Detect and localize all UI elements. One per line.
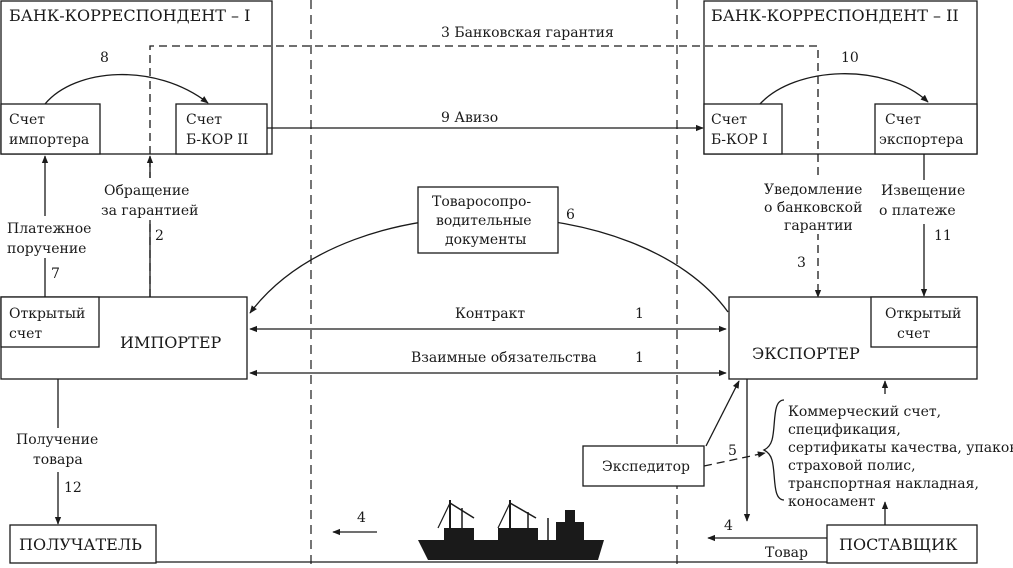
bank-correspondent-2: БАНК-КОРРЕСПОНДЕНТ – II Счет Б-КОР I Сче… [703, 0, 978, 155]
transfer-arrow-8 [44, 73, 209, 105]
bank2-title: БАНК-КОРРЕСПОНДЕНТ – II [711, 6, 959, 25]
goods-number-4: 4 [724, 518, 733, 534]
svg-text:Платежное: Платежное [7, 221, 91, 237]
svg-text:Извещение: Извещение [881, 183, 965, 199]
obligations-number: 1 [635, 350, 644, 366]
importer-label: ИМПОРТЕР [120, 333, 222, 352]
svg-text:страховой полис,: страховой полис, [788, 458, 916, 474]
documents-brace [762, 399, 785, 501]
transfer-number-8: 8 [100, 50, 109, 66]
svg-text:водительные: водительные [436, 213, 532, 229]
bank-guarantee-dashed-path [149, 45, 822, 298]
svg-text:Товаросопро-: Товаросопро- [432, 194, 531, 210]
svg-text:ПОСТАВЩИК: ПОСТАВЩИК [839, 535, 958, 554]
svg-text:Счет: Счет [885, 112, 921, 128]
bkor1-account-box: Счет Б-КОР I [703, 103, 783, 155]
svg-text:12: 12 [64, 480, 82, 496]
svg-text:документы: документы [445, 232, 526, 248]
svg-text:Открытый: Открытый [9, 306, 85, 322]
importer-account-box: Счет импортера [0, 103, 101, 155]
exporter-box: Открытый счет ЭКСПОРТЕР [728, 296, 978, 380]
bkor2-account-box: Счет Б-КОР II [175, 103, 268, 155]
shipping-docs-box: Товаросопро- водительные документы [417, 186, 559, 254]
svg-text:о банковской: о банковской [764, 200, 862, 216]
obligations-label: Взаимные обязательства [411, 350, 597, 366]
avizo-label: 9 Авизо [441, 110, 498, 126]
svg-text:экспортера: экспортера [879, 132, 964, 148]
svg-text:2: 2 [155, 228, 164, 244]
svg-text:Уведомление: Уведомление [764, 182, 862, 198]
svg-text:Б-КОР II: Б-КОР II [186, 132, 248, 148]
svg-text:ПОЛУЧАТЕЛЬ: ПОЛУЧАТЕЛЬ [19, 535, 142, 554]
documents-list: Коммерческий счет, спецификация, сертифи… [788, 404, 1013, 510]
recipient-box: ПОЛУЧАТЕЛЬ [9, 524, 157, 564]
svg-text:Обращение: Обращение [104, 183, 189, 199]
svg-text:3: 3 [797, 255, 806, 271]
supplier-box: ПОСТАВЩИК [826, 524, 978, 564]
svg-text:коносамент: коносамент [788, 494, 876, 510]
transfer-number-10: 10 [841, 50, 859, 66]
forwarder-to-exporter-arrow [705, 380, 740, 447]
svg-text:7: 7 [51, 266, 60, 282]
svg-text:за гарантией: за гарантией [101, 203, 198, 219]
shipping-docs-number-6: 6 [566, 207, 575, 223]
svg-text:Б-КОР I: Б-КОР I [711, 132, 768, 148]
svg-text:11: 11 [934, 228, 952, 244]
svg-text:Счет: Счет [9, 112, 45, 128]
goods-label: Товар [765, 545, 808, 561]
svg-text:Открытый: Открытый [885, 306, 961, 322]
svg-text:о платеже: о платеже [879, 203, 956, 219]
guarantee-notice-label: Уведомление о банковской гарантии 3 [762, 178, 870, 271]
svg-text:импортера: импортера [9, 132, 89, 148]
shipping-number-4: 4 [357, 510, 366, 526]
bank1-title: БАНК-КОРРЕСПОНДЕНТ – I [9, 6, 250, 25]
svg-text:счет: счет [9, 326, 42, 342]
svg-text:Счет: Счет [711, 112, 747, 128]
goods-receipt-label: Получение товара 12 [14, 428, 106, 496]
importer-box: Открытый счет ИМПОРТЕР [0, 296, 248, 380]
svg-text:товара: товара [33, 452, 83, 468]
svg-text:спецификация,: спецификация, [788, 422, 901, 438]
guarantee-request-label: Обращение за гарантией 2 [99, 178, 198, 244]
svg-text:Получение: Получение [16, 432, 98, 448]
bank-guarantee-label: 3 Банковская гарантия [441, 25, 614, 41]
contract-label: Контракт [455, 306, 525, 322]
svg-text:Коммерческий счет,: Коммерческий счет, [788, 404, 941, 420]
svg-text:сертификаты качества, упаковки: сертификаты качества, упаковки, [788, 440, 1013, 456]
contract-number: 1 [635, 306, 644, 322]
exporter-label: ЭКСПОРТЕР [752, 344, 860, 363]
exporter-account-box: Счет экспортера [874, 103, 978, 155]
transfer-arrow-10 [759, 73, 929, 105]
svg-text:Экспедитор: Экспедитор [602, 459, 690, 475]
svg-text:поручение: поручение [7, 241, 86, 257]
bank-correspondent-1: БАНК-КОРРЕСПОНДЕНТ – I Счет импортера Сч… [0, 0, 273, 155]
svg-text:счет: счет [897, 326, 930, 342]
forwarder-number-5: 5 [728, 443, 737, 459]
svg-text:транспортная накладная,: транспортная накладная, [788, 476, 979, 492]
svg-text:гарантии: гарантии [784, 218, 853, 234]
payment-order-label: Платежное поручение 7 [4, 216, 92, 282]
forwarder-box: Экспедитор [582, 445, 705, 487]
cargo-ship-icon [418, 500, 604, 560]
forwarder-to-documents-dashed-arrow [703, 451, 766, 467]
payment-notice-label: Извещение о платеже 11 [878, 180, 972, 244]
svg-text:Счет: Счет [186, 112, 222, 128]
